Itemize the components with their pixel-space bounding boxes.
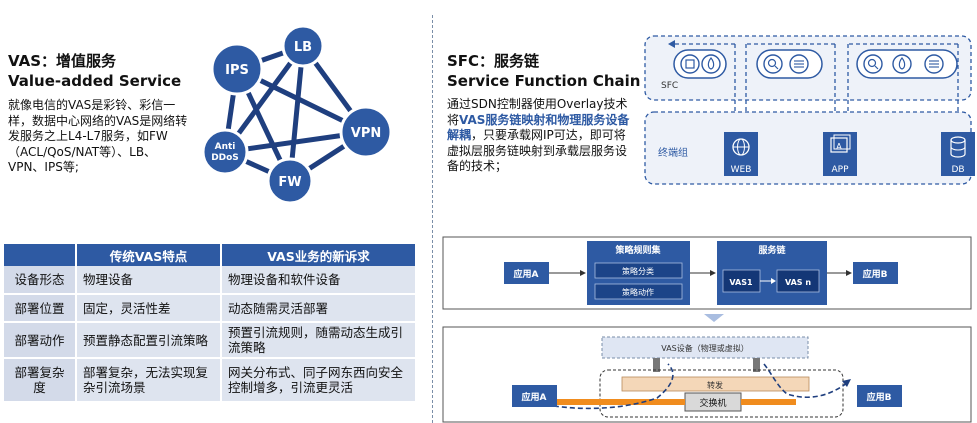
vas-title-en: Value-added Service xyxy=(8,72,182,90)
antiddos-node: Anti DDoS xyxy=(201,128,249,176)
policy-classify-label: 策略分类 xyxy=(622,266,654,276)
app-a2-label: 应用A xyxy=(522,391,547,403)
table-cell: 物理设备 xyxy=(76,266,222,295)
app-b-box: 应用B xyxy=(853,262,898,284)
db-terminal: DB xyxy=(941,132,975,176)
service-pill-2 xyxy=(756,49,823,79)
vas-title-zh: VAS：增值服务 xyxy=(8,52,117,70)
table-cell: 部署位置 xyxy=(4,294,77,323)
vas1-label: VAS1 xyxy=(729,278,753,287)
load-balance-icon xyxy=(924,54,944,74)
terminal-group xyxy=(644,111,972,185)
web-terminal: WEB xyxy=(724,132,758,176)
sfc-label: SFC xyxy=(661,81,678,91)
web-label: WEB xyxy=(731,165,752,175)
ips-label: IPS xyxy=(225,63,249,78)
ips-node: IPS xyxy=(210,42,264,96)
service-chain-box: 服务链 VAS1 VAS n xyxy=(717,241,827,305)
vpn-label: VPN xyxy=(351,126,381,141)
terminal-group-label: 终端组 xyxy=(658,146,688,159)
table-cell: 固定，灵活性差 xyxy=(76,294,222,323)
service-flow-diagram: 应用A 策略规则集 策略分类 策略动作 服务链 VAS1 VAS n 应用B V… xyxy=(442,236,972,423)
table-cell: 预置静态配置引流策略 xyxy=(76,322,222,359)
policy-action-label: 策略动作 xyxy=(622,287,654,297)
table-cell: 物理设备和软件设备 xyxy=(221,266,417,295)
app-b-label: 应用B xyxy=(863,268,888,280)
app-icon-letter: A xyxy=(836,142,842,151)
db-label: DB xyxy=(951,165,964,175)
table-row: 设备形态 物理设备 物理设备和软件设备 xyxy=(4,266,417,295)
table-row: 部署动作 预置静态配置引流策略 预置引流规则，随需动态生成引流策略 xyxy=(4,322,417,359)
table-row: 部署位置 固定，灵活性差 动态随需灵活部署 xyxy=(4,294,417,323)
lb-node: LB xyxy=(281,25,325,68)
sfc-title-zh: SFC：服务链 xyxy=(447,52,540,70)
service-pill-1 xyxy=(673,49,727,79)
switch-box: 交换机 xyxy=(684,392,742,412)
sfc-desc-part2: ，只要承载网IP可达，即可将虚拟层服务链映射到承载层服务设备的技术； xyxy=(447,128,628,173)
lb-label: LB xyxy=(294,40,312,55)
fw-node: FW xyxy=(266,157,314,205)
search-icon xyxy=(863,54,883,74)
table-cell: 设备形态 xyxy=(4,266,77,295)
sfc-desc-part1: 通过SDN控制器使用Overlay技术将 xyxy=(447,97,628,127)
antiddos-label-1: Anti xyxy=(215,142,236,152)
service-chain-label: 服务链 xyxy=(758,244,786,256)
sfc-description: 通过SDN控制器使用Overlay技术将VAS服务链映射和物理服务设备解耦，只要… xyxy=(447,97,632,175)
switch-label: 交换机 xyxy=(699,397,726,409)
app-b2-box: 应用B xyxy=(857,385,902,407)
vas-network-diagram: IPS LB VPN FW Anti DDoS xyxy=(201,25,393,205)
forward-bar: 转发 xyxy=(621,376,810,392)
fw-label: FW xyxy=(278,175,301,190)
table-header-cell xyxy=(4,244,77,266)
search-icon xyxy=(763,54,783,74)
table-header-row: 传统VAS特点 VAS业务的新诉求 xyxy=(4,244,417,266)
vas-device-box: VAS设备（物理或虚拟） xyxy=(601,336,809,359)
app-terminal: A APP xyxy=(823,132,857,176)
vas-description: 就像电信的VAS是彩铃、彩信一样，数据中心网络的VAS是网络转发服务之上L4-L… xyxy=(8,98,188,174)
policy-set-label: 策略规则集 xyxy=(614,244,661,256)
table-cell: 网关分布式、同子网东西向安全控制增多，引流更灵活 xyxy=(221,358,417,403)
firewall-icon xyxy=(680,54,700,74)
vasn-label: VAS n xyxy=(785,278,811,287)
vas-comparison-table: 传统VAS特点 VAS业务的新诉求 设备形态 物理设备 物理设备和软件设备 部署… xyxy=(4,244,417,403)
vas-device-label: VAS设备（物理或虚拟） xyxy=(661,343,749,353)
antiddos-label-2: DDoS xyxy=(211,153,239,163)
table-header-cell: VAS业务的新诉求 xyxy=(221,244,417,266)
sfc-title-en: Service Function Chain xyxy=(447,72,641,90)
app-a-label: 应用A xyxy=(514,268,539,280)
vpn-node: VPN xyxy=(339,105,393,159)
table-cell: 部署动作 xyxy=(4,322,77,359)
table-header-cell: 传统VAS特点 xyxy=(76,244,222,266)
app-icon xyxy=(830,137,848,153)
load-balance-icon xyxy=(789,54,809,74)
app-a-box: 应用A xyxy=(504,262,549,284)
table-cell: 部署复杂度 xyxy=(4,358,77,403)
sfc-diagram: SFC 终端组 xyxy=(644,35,975,185)
forward-label: 转发 xyxy=(707,380,723,390)
table-cell: 部署复杂，无法实现复杂引流场景 xyxy=(76,358,222,403)
section-divider xyxy=(432,15,433,423)
service-pill-3 xyxy=(856,49,958,79)
app-label: APP xyxy=(831,165,849,175)
policy-set-box: 策略规则集 策略分类 策略动作 xyxy=(587,241,690,305)
app-b2-label: 应用B xyxy=(867,391,892,403)
table-cell: 预置引流规则，随需动态生成引流策略 xyxy=(221,322,417,359)
down-arrow-icon xyxy=(704,314,724,322)
table-row: 部署复杂度 部署复杂，无法实现复杂引流场景 网关分布式、同子网东西向安全控制增多… xyxy=(4,358,417,403)
table-cell: 动态随需灵活部署 xyxy=(221,294,417,323)
flame-icon xyxy=(701,54,721,74)
flame-icon xyxy=(892,54,912,74)
app-a2-box: 应用A xyxy=(512,385,557,407)
sfc-desc-highlight: VAS服务链映射和物理服务设备解耦 xyxy=(447,112,630,143)
